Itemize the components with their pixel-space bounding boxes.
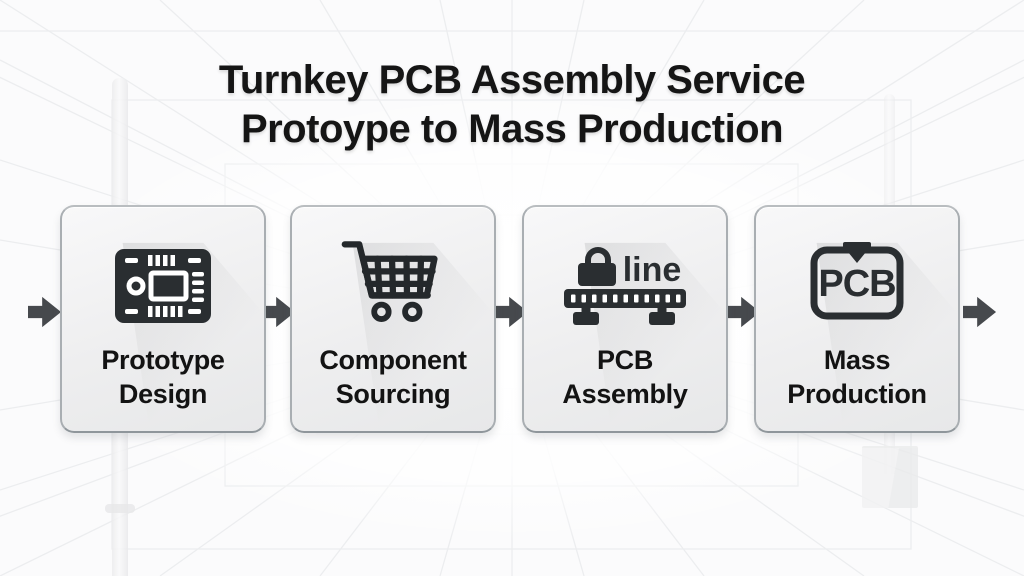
pcb-badge-icon-text: PCB [818, 263, 895, 305]
background-pedestal-box [862, 446, 918, 508]
step-label-line1: Prototype [101, 345, 225, 375]
flow-arrow-end [963, 296, 997, 328]
step-card-pcb-assembly: line PCB Assembly [522, 205, 728, 433]
assembly-line-icon: line [564, 247, 686, 325]
step-label: PCB Assembly [562, 343, 687, 411]
step-label-line1: PCB [596, 345, 654, 375]
title-line-2: Protoype to Mass Production [240, 107, 784, 151]
step-label-line1: Component [319, 345, 467, 375]
step-label-line2: Production [787, 379, 927, 409]
step-card-component-sourcing: Component Sourcing [290, 205, 496, 433]
flow-arrow-3 [727, 296, 761, 328]
step-label-line1: Mass [823, 345, 891, 375]
circuit-board-icon [115, 249, 211, 323]
title-line-1: Turnkey PCB Assembly Service [218, 58, 806, 102]
flow-arrow-start [28, 296, 62, 328]
step-label: Prototype Design [101, 343, 225, 411]
assembly-line-icon-text: line [623, 251, 682, 289]
step-card-prototype-design: Prototype Design [60, 205, 266, 433]
step-label: Component Sourcing [319, 343, 467, 411]
step-label-line2: Assembly [562, 379, 688, 409]
pcb-badge-icon: PCB [810, 242, 904, 320]
page-title: Turnkey PCB Assembly Service Protoype to… [0, 56, 1024, 154]
flow-arrow-2 [495, 296, 529, 328]
pole-ring [105, 504, 135, 513]
step-label-line2: Design [118, 379, 208, 409]
step-label: Mass Production [787, 343, 927, 411]
step-card-mass-production: PCB Mass Production [754, 205, 960, 433]
shopping-cart-icon [341, 241, 438, 322]
step-label-line2: Sourcing [335, 379, 451, 409]
flow-arrow-1 [262, 296, 296, 328]
